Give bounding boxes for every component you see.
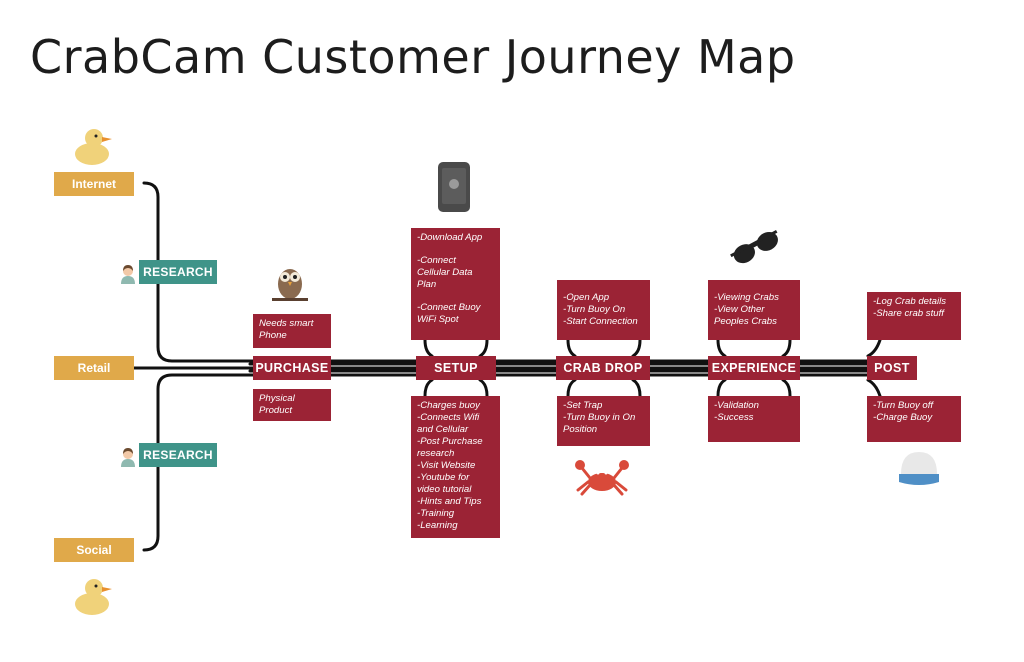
person-icon: [121, 448, 135, 467]
phone-icon: [438, 162, 470, 212]
experience-bottom-box: -Validation -Success: [708, 396, 800, 442]
post-top-box: -Log Crab details -Share crab stuff: [867, 292, 961, 340]
crab-icon: [575, 460, 629, 496]
channel-social: Social: [54, 538, 134, 562]
channel-internet: Internet: [54, 172, 134, 196]
research-label-bottom: RESEARCH: [139, 443, 217, 467]
stage-setup: SETUP: [416, 356, 496, 380]
setup-bottom-box: -Charges buoy -Connects Wifi and Cellula…: [411, 396, 500, 538]
page-title: CrabCam Customer Journey Map: [30, 30, 796, 84]
duck-icon: [75, 129, 112, 165]
purchase-bottom-text: Physical Product: [259, 393, 295, 416]
experience-bottom-text: -Validation -Success: [714, 400, 759, 423]
setup-top-text-3: -Connect Buoy WiFi Spot: [417, 302, 481, 325]
stage-purchase: PURCHASE: [253, 356, 331, 380]
experience-top-box: -Viewing Crabs -View Other Peoples Crabs: [708, 280, 800, 340]
stage-post: POST: [867, 356, 917, 380]
post-bottom-box: -Turn Buoy off -Charge Buoy: [867, 396, 961, 442]
experience-top-text: -Viewing Crabs -View Other Peoples Crabs: [714, 292, 779, 327]
crab-drop-top-text: -Open App -Turn Buoy On -Start Connectio…: [563, 292, 638, 327]
person-icon: [121, 265, 135, 284]
sunglasses-icon: [730, 230, 778, 264]
research-label-top: RESEARCH: [139, 260, 217, 284]
stage-experience: EXPERIENCE: [708, 356, 800, 380]
crab-drop-bottom-text: -Set Trap -Turn Buoy in On Position: [563, 400, 636, 435]
crab-drop-top-box: -Open App -Turn Buoy On -Start Connectio…: [557, 280, 650, 340]
purchase-top-box: Needs smart Phone: [253, 314, 331, 348]
duck-icon: [75, 579, 112, 615]
setup-bottom-text: -Charges buoy -Connects Wifi and Cellula…: [417, 400, 483, 531]
crab-drop-bottom-box: -Set Trap -Turn Buoy in On Position: [557, 396, 650, 446]
owl-icon: [272, 269, 308, 301]
cap-icon: [899, 452, 939, 485]
setup-top-text-2: -Connect Cellular Data Plan: [417, 255, 473, 290]
post-bottom-text: -Turn Buoy off -Charge Buoy: [873, 400, 934, 423]
post-top-text: -Log Crab details -Share crab stuff: [873, 296, 947, 319]
setup-top-box: -Download App -Connect Cellular Data Pla…: [411, 228, 500, 340]
stage-crab-drop: CRAB DROP: [556, 356, 650, 380]
setup-top-text-1: -Download App: [417, 232, 483, 243]
purchase-bottom-box: Physical Product: [253, 389, 331, 421]
purchase-top-text: Needs smart Phone: [259, 318, 314, 341]
channel-retail: Retail: [54, 356, 134, 380]
